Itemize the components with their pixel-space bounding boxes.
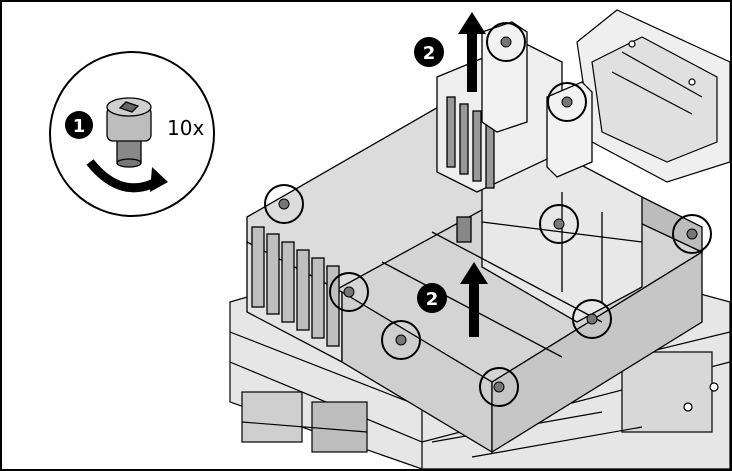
step2-number: 2: [423, 43, 436, 64]
step2-badge-top: 2: [414, 37, 444, 67]
screw-callout-8: [572, 299, 612, 339]
screw-heads: [278, 36, 698, 393]
screw-callout-7: [381, 320, 421, 360]
step1-badge: [65, 111, 93, 139]
screw-callout-1: [486, 22, 526, 62]
arrow-up-icon: [458, 12, 486, 92]
step2-badge-middle: 2: [417, 283, 447, 313]
screw-callouts: [264, 22, 712, 407]
step1-inset: 10x 1: [49, 51, 215, 217]
screw-callout-2: [547, 82, 587, 122]
arrow-up-icon: [460, 262, 488, 337]
drive-bay: [576, 9, 730, 183]
screw-callout-5: [672, 214, 712, 254]
thumbscrew-counterclockwise-icon: [86, 97, 168, 193]
screw-callout-3: [264, 184, 304, 224]
step2-number: 2: [426, 289, 439, 310]
step1-quantity: 10x: [167, 116, 204, 140]
screw-callout-4: [539, 204, 579, 244]
screw-callout-9: [479, 367, 519, 407]
step1-number: 1: [73, 116, 86, 137]
screw-callout-6: [329, 272, 369, 312]
